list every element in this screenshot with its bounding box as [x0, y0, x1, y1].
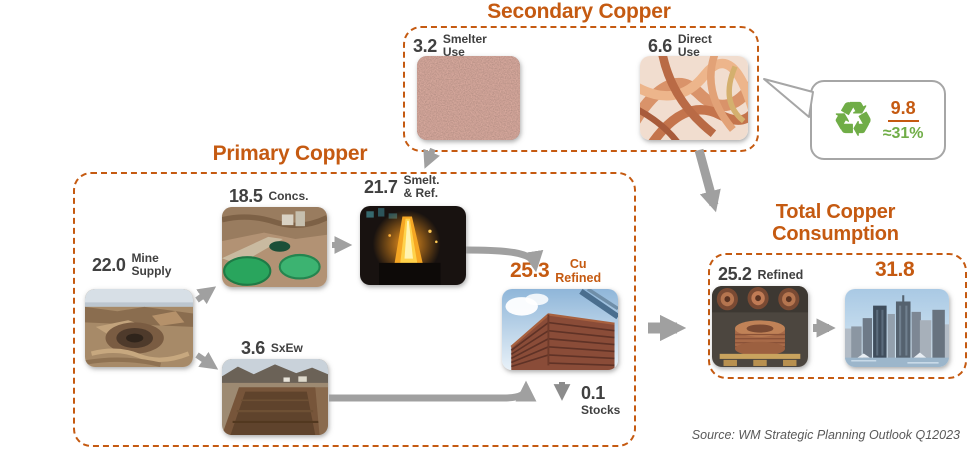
smelter-use-label: Smelter Use — [442, 32, 487, 60]
secondary-copper-box — [403, 26, 759, 152]
smelt-ref-value: 21.7 — [364, 176, 398, 197]
concs-label: Concs. — [268, 188, 309, 203]
total-copper-box — [708, 253, 967, 379]
primary-copper-title: Primary Copper — [212, 142, 368, 165]
stocks-value: 0.1 — [581, 383, 605, 403]
total-refined-value: 25.2 — [718, 264, 752, 284]
total-refined-label: Refined — [757, 267, 804, 282]
smelt-ref-stat: 21.7 Smelt. & Ref. — [364, 173, 440, 201]
cu-refined-label: Cu Refined — [555, 257, 602, 285]
recycled-copper-value: 9.8 — [887, 98, 919, 122]
arrow-directuse-to-total — [694, 148, 721, 213]
recycle-icon: ♻ — [832, 93, 874, 146]
smelter-use-stat: 3.2 Smelter Use — [413, 32, 487, 60]
cu-refined-photo — [502, 289, 618, 370]
smelt-ref-label: Smelt. & Ref. — [403, 173, 440, 201]
consumption-city-photo — [845, 289, 949, 367]
direct-use-label: Direct Use — [677, 32, 712, 60]
sxew-stat: 3.6 SxEw — [241, 338, 303, 359]
mine-supply-value: 22.0 — [92, 254, 126, 275]
smelter-use-photo — [417, 56, 520, 140]
concs-photo — [222, 207, 327, 287]
mine-supply-stat: 22.0 Mine Supply — [92, 251, 172, 279]
recycle-values: 9.8 ≈31% — [883, 98, 924, 143]
sxew-label: SxEw — [270, 340, 303, 355]
sxew-value: 3.6 — [241, 338, 265, 358]
sxew-photo — [222, 359, 328, 435]
secondary-copper-title: Secondary Copper — [487, 0, 671, 23]
primary-copper-box — [73, 172, 636, 447]
stocks-label: Stocks — [581, 402, 621, 417]
smelter-use-value: 3.2 — [413, 35, 437, 56]
cu-refined-stat: 25.3 Cu Refined — [510, 257, 601, 285]
stocks-stat: 0.1 Stocks — [581, 383, 620, 417]
total-consumption-value: 31.8 — [875, 258, 915, 281]
recycled-copper-percent: ≈31% — [882, 124, 924, 142]
mine-supply-label: Mine Supply — [131, 251, 172, 279]
concs-value: 18.5 — [229, 186, 263, 206]
direct-use-stat: 6.6 Direct Use — [648, 32, 712, 60]
refined-coils-photo — [712, 286, 808, 367]
recycle-callout: ♻ 9.8 ≈31% — [810, 80, 946, 160]
smelt-ref-photo — [360, 206, 466, 285]
total-copper-title: Total Copper Consumption — [772, 201, 899, 245]
direct-use-photo — [640, 56, 748, 140]
mine-supply-photo — [85, 289, 193, 367]
callout-tail — [763, 78, 814, 118]
source-note: Source: WM Strategic Planning Outlook Q1… — [691, 428, 960, 442]
total-refined-stat: 25.2 Refined — [718, 264, 803, 285]
cu-refined-value: 25.3 — [510, 259, 550, 282]
direct-use-value: 6.6 — [648, 35, 672, 56]
concs-stat: 18.5 Concs. — [229, 186, 308, 207]
